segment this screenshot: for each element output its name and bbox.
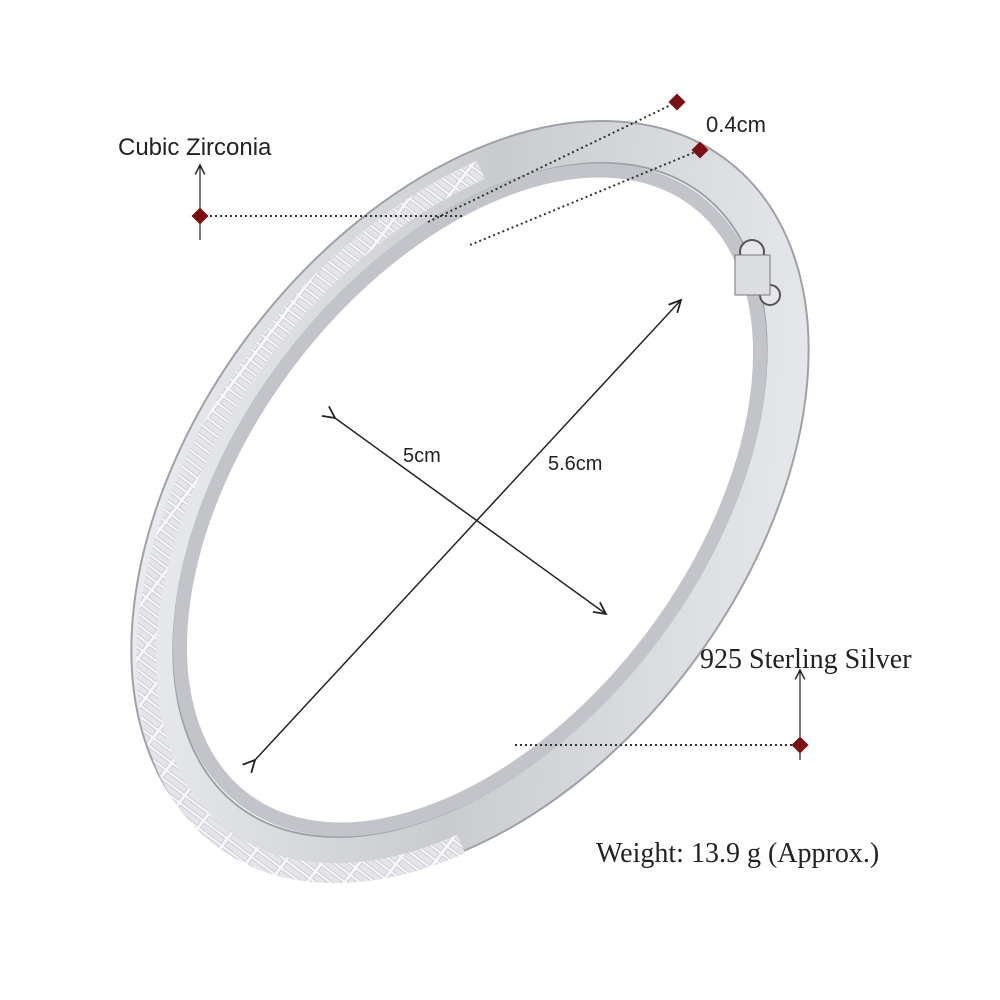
stone-callout (191, 165, 465, 240)
width-callout (427, 93, 709, 246)
marker-icon (191, 207, 209, 225)
inner-diameter-arrow (335, 418, 606, 614)
marker-icon (791, 736, 809, 754)
inner-diameter-label: 5cm (403, 445, 441, 467)
marker-icon (668, 93, 686, 111)
outer-diameter-label: 5.6cm (548, 453, 602, 475)
width-label: 0.4cm (706, 112, 766, 137)
marker-icon (691, 141, 709, 159)
clasp (734, 239, 781, 306)
weight-label: Weight: 13.9 g (Approx.) (596, 838, 879, 869)
material-label: 925 Sterling Silver (700, 644, 912, 675)
stone-label: Cubic Zirconia (118, 134, 272, 161)
outer-diameter-arrow (255, 300, 681, 760)
stone-channel (136, 160, 485, 884)
material-callout (515, 670, 809, 760)
